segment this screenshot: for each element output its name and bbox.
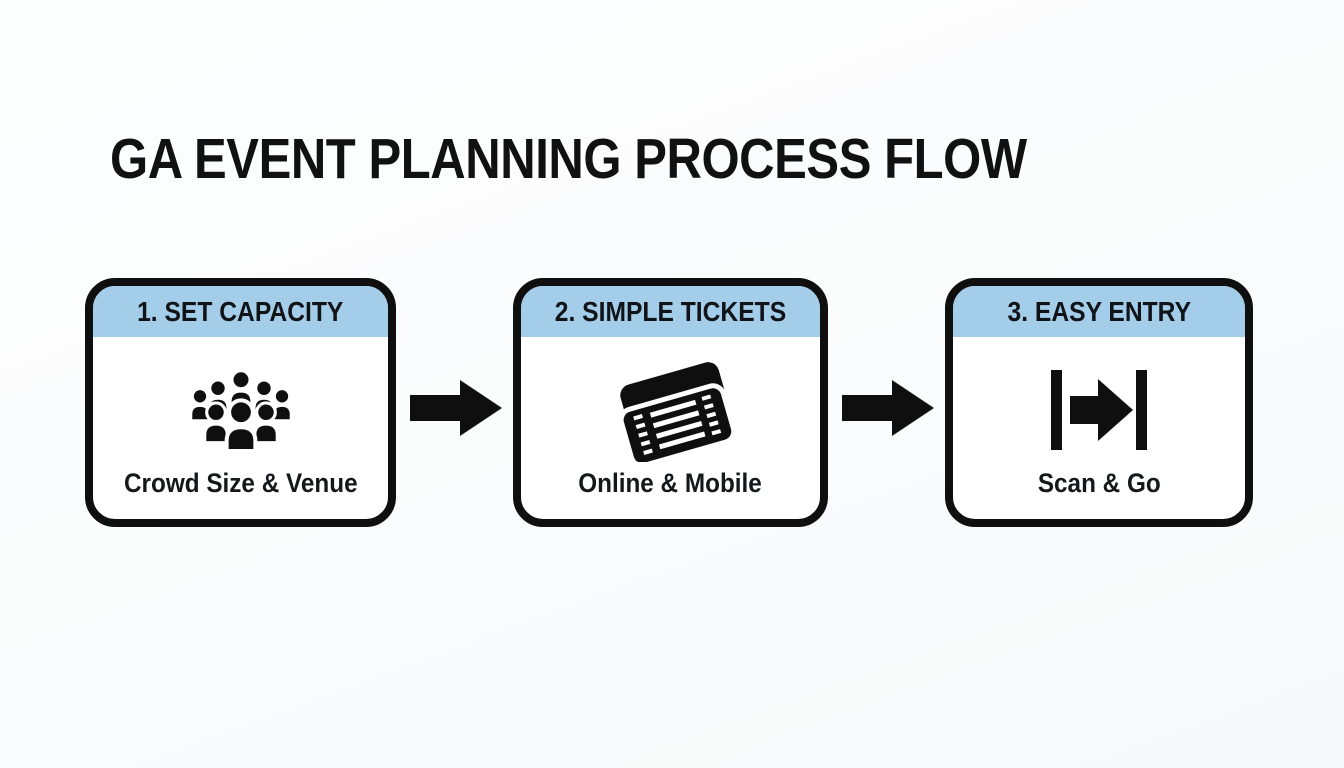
step-header: 2. SIMPLE TICKETS [521, 286, 820, 337]
entry-arrow-icon [1043, 361, 1155, 459]
step-header-label: 3. EASY ENTRY [1007, 295, 1191, 327]
step-body: Scan & Go [953, 337, 1245, 519]
arrow-right-icon [842, 380, 934, 436]
tickets-icon [601, 361, 741, 462]
crowd-icon [180, 361, 302, 459]
step-header-label: 2. SIMPLE TICKETS [554, 295, 787, 327]
step-box-simple-tickets: 2. SIMPLE TICKETS [513, 278, 828, 527]
step-header: 1. SET CAPACITY [93, 286, 388, 337]
arrow-right-icon [410, 380, 502, 436]
step-header-label: 1. SET CAPACITY [137, 295, 344, 327]
step-box-set-capacity: 1. SET CAPACITY [85, 278, 396, 527]
page-title: GA EVENT PLANNING PROCESS FLOW [110, 127, 1027, 191]
step-caption: Scan & Go [1037, 468, 1161, 498]
step-caption: Crowd Size & Venue [123, 468, 358, 498]
step-body: Online & Mobile [521, 337, 820, 519]
step-header: 3. EASY ENTRY [953, 286, 1245, 337]
step-body: Crowd Size & Venue [93, 337, 388, 519]
step-box-easy-entry: 3. EASY ENTRY Scan & Go [945, 278, 1253, 527]
step-caption: Online & Mobile [578, 468, 763, 498]
